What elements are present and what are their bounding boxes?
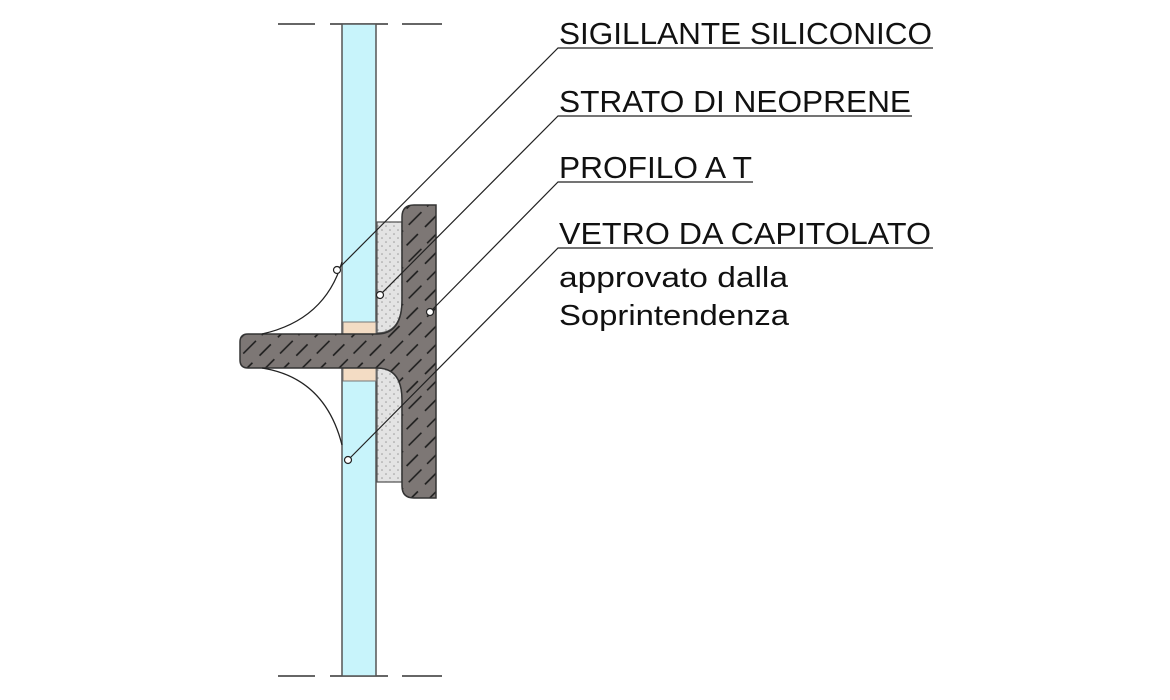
label-neoprene: STRATO DI NEOPRENE — [559, 84, 911, 119]
leader-dot-sealant — [332, 265, 342, 275]
label-glass-note-1: approvato dalla — [559, 262, 789, 294]
leader-dot-neoprene — [375, 290, 385, 300]
leader-glass — [347, 247, 933, 461]
label-glass: VETRO DA CAPITOLATO — [559, 216, 931, 251]
leader-dot-glass — [343, 455, 353, 465]
t-profile — [239, 204, 437, 499]
leader-sealant — [336, 47, 933, 271]
spacer-top — [342, 321, 377, 335]
label-sealant: SIGILLANTE SILICONICO — [559, 16, 932, 51]
leader-neoprene — [379, 115, 912, 296]
leader-profile — [429, 181, 753, 313]
label-profile: PROFILO A T — [559, 150, 752, 185]
label-glass-note-2: Soprintendenza — [559, 300, 790, 332]
leader-dot-profile — [425, 307, 435, 317]
sealant-curve-top — [261, 261, 343, 335]
sealant-curve-bottom — [261, 367, 343, 446]
spacer-bottom — [342, 367, 377, 382]
